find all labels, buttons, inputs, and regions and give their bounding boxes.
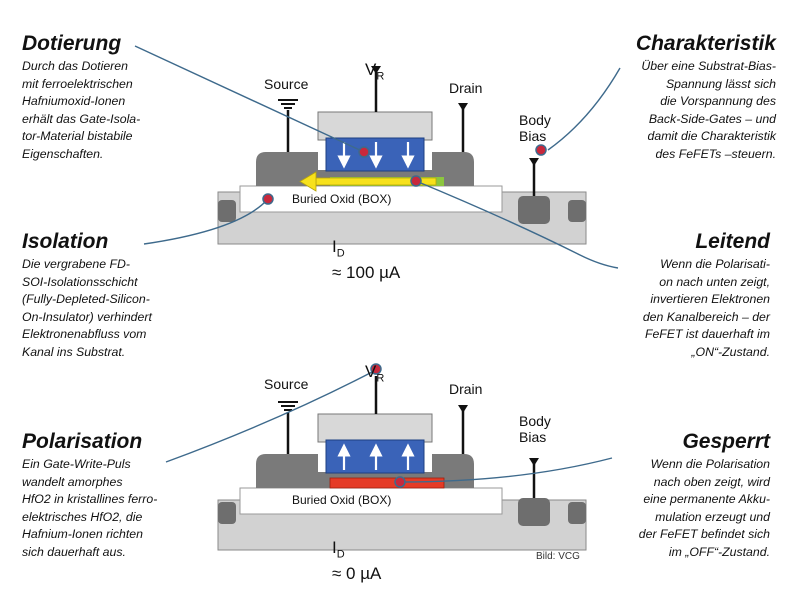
callout-dots-bottom [370,363,406,488]
body-contact-left [218,502,236,524]
annotation-dotierung: Dotierung Durch das Dotieren mit ferroel… [22,32,212,164]
electron-flow-arrow [299,171,437,192]
buried-oxide-layer [239,487,503,515]
annotation-text: Über eine Substrat-Bias- Spannung lässt … [641,59,776,161]
gate-metal [317,111,433,141]
annotation-title: Polarisation [22,430,143,453]
body-bias-label: Body Bias [519,413,551,445]
annotation-polarisation: Polarisation Ein Gate-Write-Puls wandelt… [22,430,222,562]
annotation-title: Isolation [22,230,109,253]
source-label: Source [264,76,309,92]
drain-label: Drain [449,381,483,397]
polarization-arrows-down [337,142,415,169]
body-bias-label: Body Bias [519,112,551,144]
annotation-charakteristik: Charakteristik Über eine Substrat-Bias- … [590,32,776,164]
drain-label: Drain [449,80,483,96]
annotation-text: Die vergrabene FD- SOI-Isolationsschicht… [22,257,152,359]
drain-terminal [458,405,468,454]
annotation-text: Wenn die Polarisation nach oben zeigt, w… [638,457,770,559]
callout-dots-top [262,144,547,205]
drain-terminal [458,103,468,152]
box-label: Buried Oxid (BOX) [292,493,392,507]
annotation-title: Dotierung [22,32,122,55]
annotation-leitend: Leitend Wenn die Polarisati- on nach unt… [590,230,770,362]
drain-current-label: ID ≈ 0 µA [332,538,382,584]
box-label: Buried Oxid (BOX) [292,192,392,206]
polarization-arrows-up [337,443,415,470]
callout-lines-top [134,45,621,269]
drain-current-label: ID ≈ 100 µA [332,237,401,283]
source-label: Source [264,376,309,392]
annotation-isolation: Isolation Die vergrabene FD- SOI-Isolati… [22,230,222,362]
body-contact-right [568,502,586,524]
body-contact-left [218,200,236,222]
source-terminal [278,401,298,454]
bottom-device [165,363,613,551]
body-contact-bias [518,498,550,526]
channel-off [329,477,445,489]
callout-lines-bottom [165,369,613,483]
annotation-title: Gesperrt [682,430,770,453]
vr-label: VR [365,362,385,385]
top-device [134,45,621,269]
annotation-text: Wenn die Polarisati- on nach unten zeigt… [642,257,770,359]
annotation-title: Leitend [695,230,770,253]
gate-metal [317,413,433,443]
body-bias-terminal [529,458,539,498]
body-contact-right [568,200,586,222]
image-credit: Bild: VCG [536,551,580,562]
body-bias-terminal [529,158,539,196]
annotation-text: Ein Gate-Write-Puls wandelt amorphes HfO… [22,457,158,559]
annotation-title: Charakteristik [635,32,776,55]
source-terminal [278,99,298,152]
body-contact-bias [518,196,550,224]
vr-label: VR [365,60,385,83]
annotation-gesperrt: Gesperrt Wenn die Polarisation nach oben… [590,430,770,562]
vr-terminal [371,66,381,112]
annotation-text: Durch das Dotieren mit ferroelektrischen… [22,59,141,161]
